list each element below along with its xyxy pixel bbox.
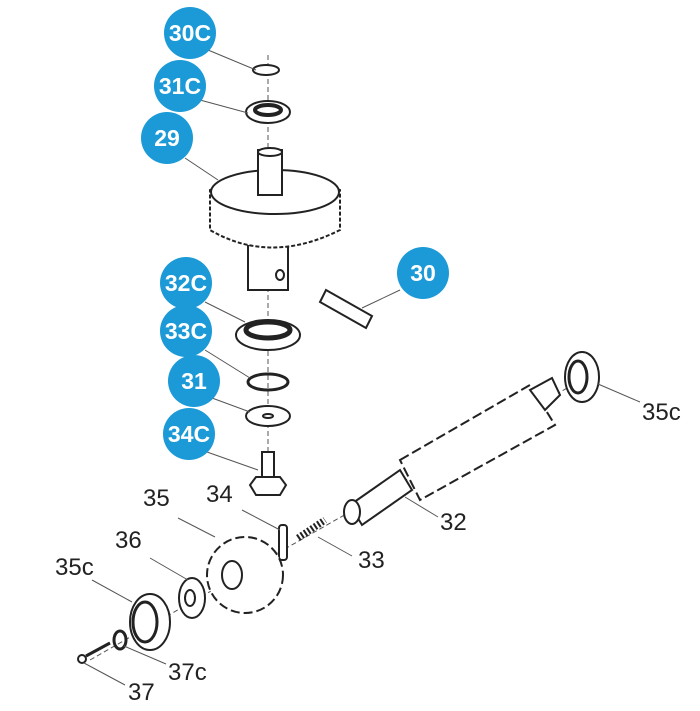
svg-text:33C: 33C [165,318,207,344]
label-35c-right: 35c [642,399,681,426]
svg-text:32C: 32C [165,270,207,296]
part-32-worm-shaft [343,376,562,527]
callout-31c: 31C [154,60,206,112]
svg-text:29: 29 [154,125,180,151]
label-34: 34 [206,481,233,508]
part-37-screw [77,641,111,664]
leader-lines [83,49,641,686]
svg-text:31C: 31C [159,73,201,99]
part-29-gear [209,147,341,291]
label-37c: 37c [168,659,207,686]
part-34c-bolt [248,451,288,496]
label-35c-left: 35c [55,554,94,581]
part-31c-bearing [245,100,291,124]
part-35c-bearing-right [564,351,600,403]
callout-33c: 33C [160,305,212,357]
part-31-washer [245,405,291,427]
svg-text:34C: 34C [168,421,210,447]
label-36: 36 [115,527,142,554]
part-33c-ring [246,372,290,392]
part-37c-ring [112,629,128,651]
callout-30c: 30C [164,7,216,59]
svg-text:30: 30 [410,260,436,286]
callout-32c: 32C [160,257,212,309]
part-33-spring [296,517,327,541]
svg-text:31: 31 [181,368,207,394]
callout-30: 30 [397,247,449,299]
callout-34c: 34C [163,408,215,460]
label-35: 35 [143,485,170,512]
svg-text:30C: 30C [169,20,211,46]
part-35c-bearing-left [129,593,171,651]
part-35-pinion-gear [206,536,284,614]
part-30c-retaining-ring [252,64,280,76]
callout-29: 29 [141,112,193,164]
part-30-pin [318,288,374,330]
part-32c-bearing [235,319,301,351]
label-37: 37 [128,679,155,706]
label-33: 33 [358,547,385,574]
part-34-key [278,524,288,561]
part-36-washer [178,577,206,619]
label-32: 32 [440,509,467,536]
callout-31: 31 [168,355,220,407]
